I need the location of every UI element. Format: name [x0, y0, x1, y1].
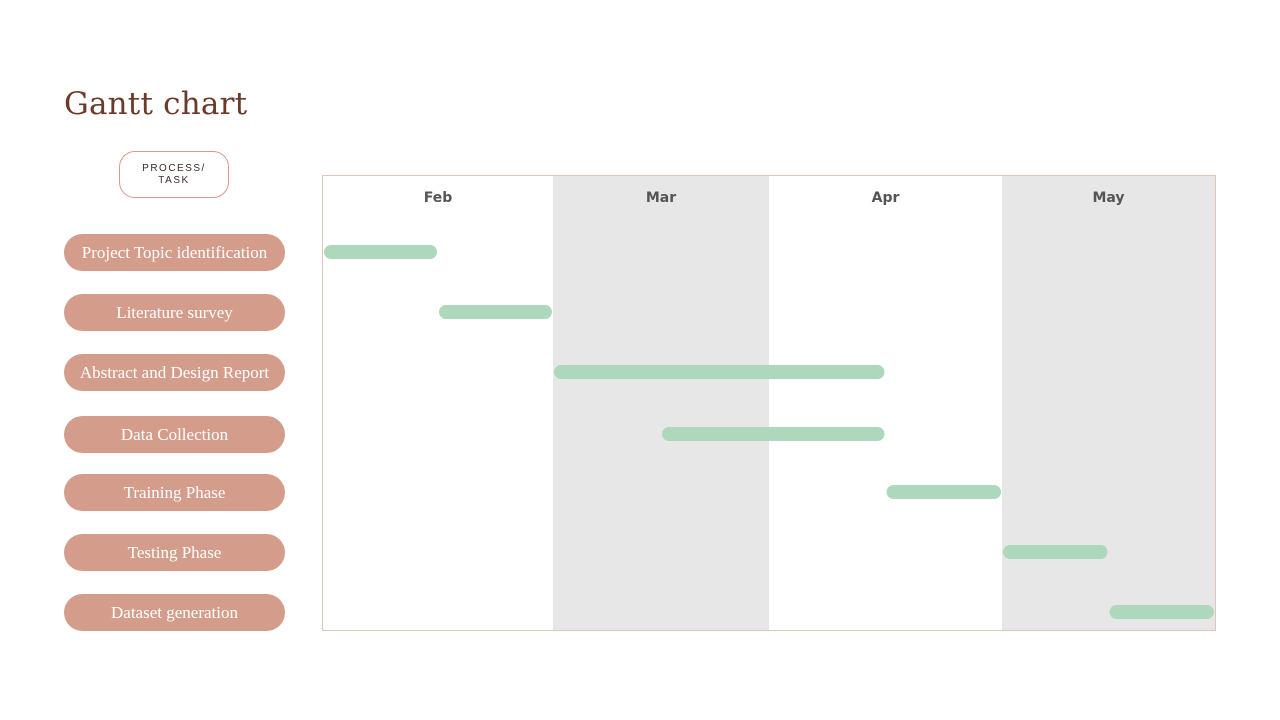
month-label-feb: Feb [424, 190, 453, 206]
task-label: Data Collection [64, 416, 285, 453]
chart-frame [322, 175, 1216, 631]
process-task-header: PROCESS/ TASK [119, 151, 229, 198]
task-label: Literature survey [64, 294, 285, 331]
task-label: Abstract and Design Report [64, 354, 285, 391]
gantt-bar [324, 245, 437, 259]
page-title: Gantt chart [64, 86, 248, 122]
month-label-may: May [1092, 190, 1124, 206]
month-shade-may [1002, 176, 1215, 630]
month-shade-mar [553, 176, 769, 630]
gantt-bar [886, 485, 1001, 499]
task-label: Dataset generation [64, 594, 285, 631]
gantt-bar [554, 365, 885, 379]
month-label-mar: Mar [646, 190, 676, 206]
task-label: Testing Phase [64, 534, 285, 571]
gantt-bar [662, 427, 885, 441]
gantt-bar [1003, 545, 1108, 559]
gantt-bar [1109, 605, 1214, 619]
task-label: Training Phase [64, 474, 285, 511]
task-label: Project Topic identification [64, 234, 285, 271]
gantt-bar [439, 305, 552, 319]
month-label-apr: Apr [872, 190, 900, 206]
